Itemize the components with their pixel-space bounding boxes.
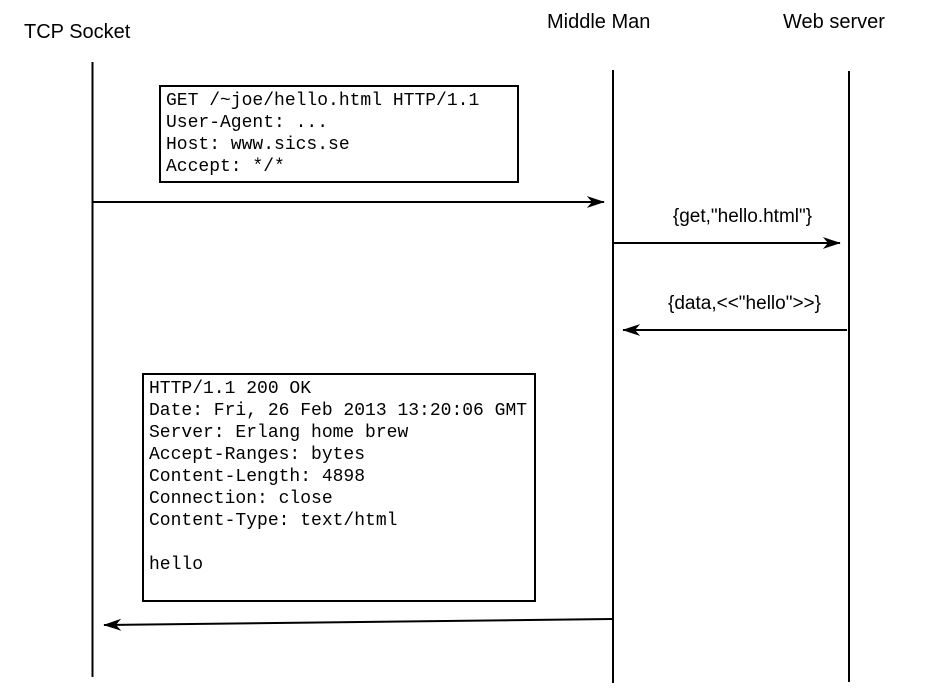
http-response-box: HTTP/1.1 200 OK Date: Fri, 26 Feb 2013 1… [142, 373, 536, 602]
http-response-text: HTTP/1.1 200 OK Date: Fri, 26 Feb 2013 1… [149, 379, 528, 575]
http-request-box: GET /~joe/hello.html HTTP/1.1 User-Agent… [159, 85, 519, 183]
get-tuple-label: {get,"hello.html"} [672, 206, 813, 227]
actor-label-tcp-socket: TCP Socket [24, 21, 131, 43]
actor-label-middle-man: Middle Man [547, 11, 651, 33]
arrow-http-response [103, 618, 613, 631]
actor-label-web-server: Web server [783, 11, 885, 33]
data-tuple-label: {data,<<"hello">>} [668, 293, 821, 314]
http-request-text: GET /~joe/hello.html HTTP/1.1 User-Agent… [166, 91, 480, 177]
